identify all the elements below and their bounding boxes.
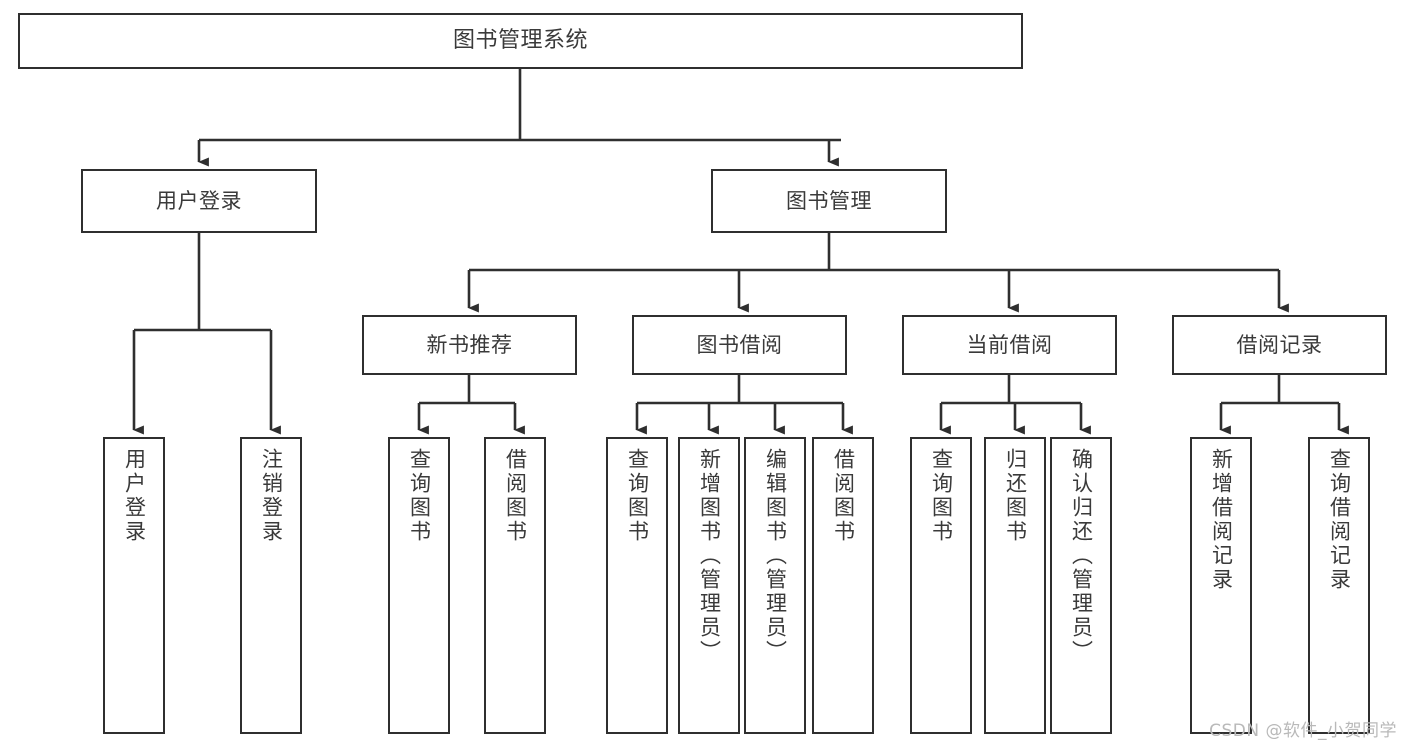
- node-current-borrow[interactable]: 当前借阅: [902, 315, 1117, 375]
- node-user-login[interactable]: 用户登录: [81, 169, 317, 233]
- node-leaf-query-book-current-label: 查询图书: [929, 448, 954, 544]
- node-root-label: 图书管理系统: [452, 28, 588, 54]
- node-book-borrow-label: 图书借阅: [696, 332, 783, 357]
- node-book-management-label: 图书管理: [786, 188, 872, 213]
- node-leaf-add-book-admin-label: 新增图书（管理员）: [697, 448, 722, 664]
- node-leaf-query-book-borrow[interactable]: 查询图书: [606, 437, 668, 734]
- node-leaf-return-book[interactable]: 归还图书: [984, 437, 1046, 734]
- node-leaf-query-borrow-record[interactable]: 查询借阅记录: [1308, 437, 1370, 734]
- node-leaf-query-book-new[interactable]: 查询图书: [388, 437, 450, 734]
- node-leaf-edit-book-admin-label: 编辑图书（管理员）: [763, 448, 788, 664]
- node-book-borrow[interactable]: 图书借阅: [632, 315, 847, 375]
- node-leaf-add-borrow-record-label: 新增借阅记录: [1209, 448, 1234, 592]
- node-borrow-record-label: 借阅记录: [1236, 332, 1323, 357]
- node-new-book-recommend-label: 新书推荐: [426, 332, 513, 357]
- node-leaf-query-borrow-record-label: 查询借阅记录: [1327, 448, 1352, 592]
- node-leaf-logout[interactable]: 注销登录: [240, 437, 302, 734]
- csdn-watermark: CSDN @软件_小贺同学: [1209, 721, 1397, 741]
- node-leaf-borrow-book-label: 借阅图书: [831, 448, 856, 544]
- node-leaf-borrow-book[interactable]: 借阅图书: [812, 437, 874, 734]
- node-leaf-borrow-book-new[interactable]: 借阅图书: [484, 437, 546, 734]
- node-leaf-confirm-return-admin-label: 确认归还（管理员）: [1069, 448, 1094, 664]
- node-leaf-add-borrow-record[interactable]: 新增借阅记录: [1190, 437, 1252, 734]
- node-current-borrow-label: 当前借阅: [966, 332, 1053, 357]
- node-leaf-user-login-label: 用户登录: [122, 448, 147, 544]
- node-book-management[interactable]: 图书管理: [711, 169, 947, 233]
- node-root[interactable]: 图书管理系统: [18, 13, 1023, 69]
- node-leaf-return-book-label: 归还图书: [1003, 448, 1028, 544]
- node-leaf-edit-book-admin[interactable]: 编辑图书（管理员）: [744, 437, 806, 734]
- node-leaf-query-book-new-label: 查询图书: [407, 448, 432, 544]
- node-borrow-record[interactable]: 借阅记录: [1172, 315, 1387, 375]
- node-leaf-add-book-admin[interactable]: 新增图书（管理员）: [678, 437, 740, 734]
- node-leaf-confirm-return-admin[interactable]: 确认归还（管理员）: [1050, 437, 1112, 734]
- node-new-book-recommend[interactable]: 新书推荐: [362, 315, 577, 375]
- node-leaf-user-login[interactable]: 用户登录: [103, 437, 165, 734]
- node-leaf-query-book-borrow-label: 查询图书: [625, 448, 650, 544]
- node-leaf-borrow-book-new-label: 借阅图书: [503, 448, 528, 544]
- node-leaf-query-book-current[interactable]: 查询图书: [910, 437, 972, 734]
- node-user-login-label: 用户登录: [156, 188, 242, 213]
- node-leaf-logout-label: 注销登录: [259, 448, 284, 544]
